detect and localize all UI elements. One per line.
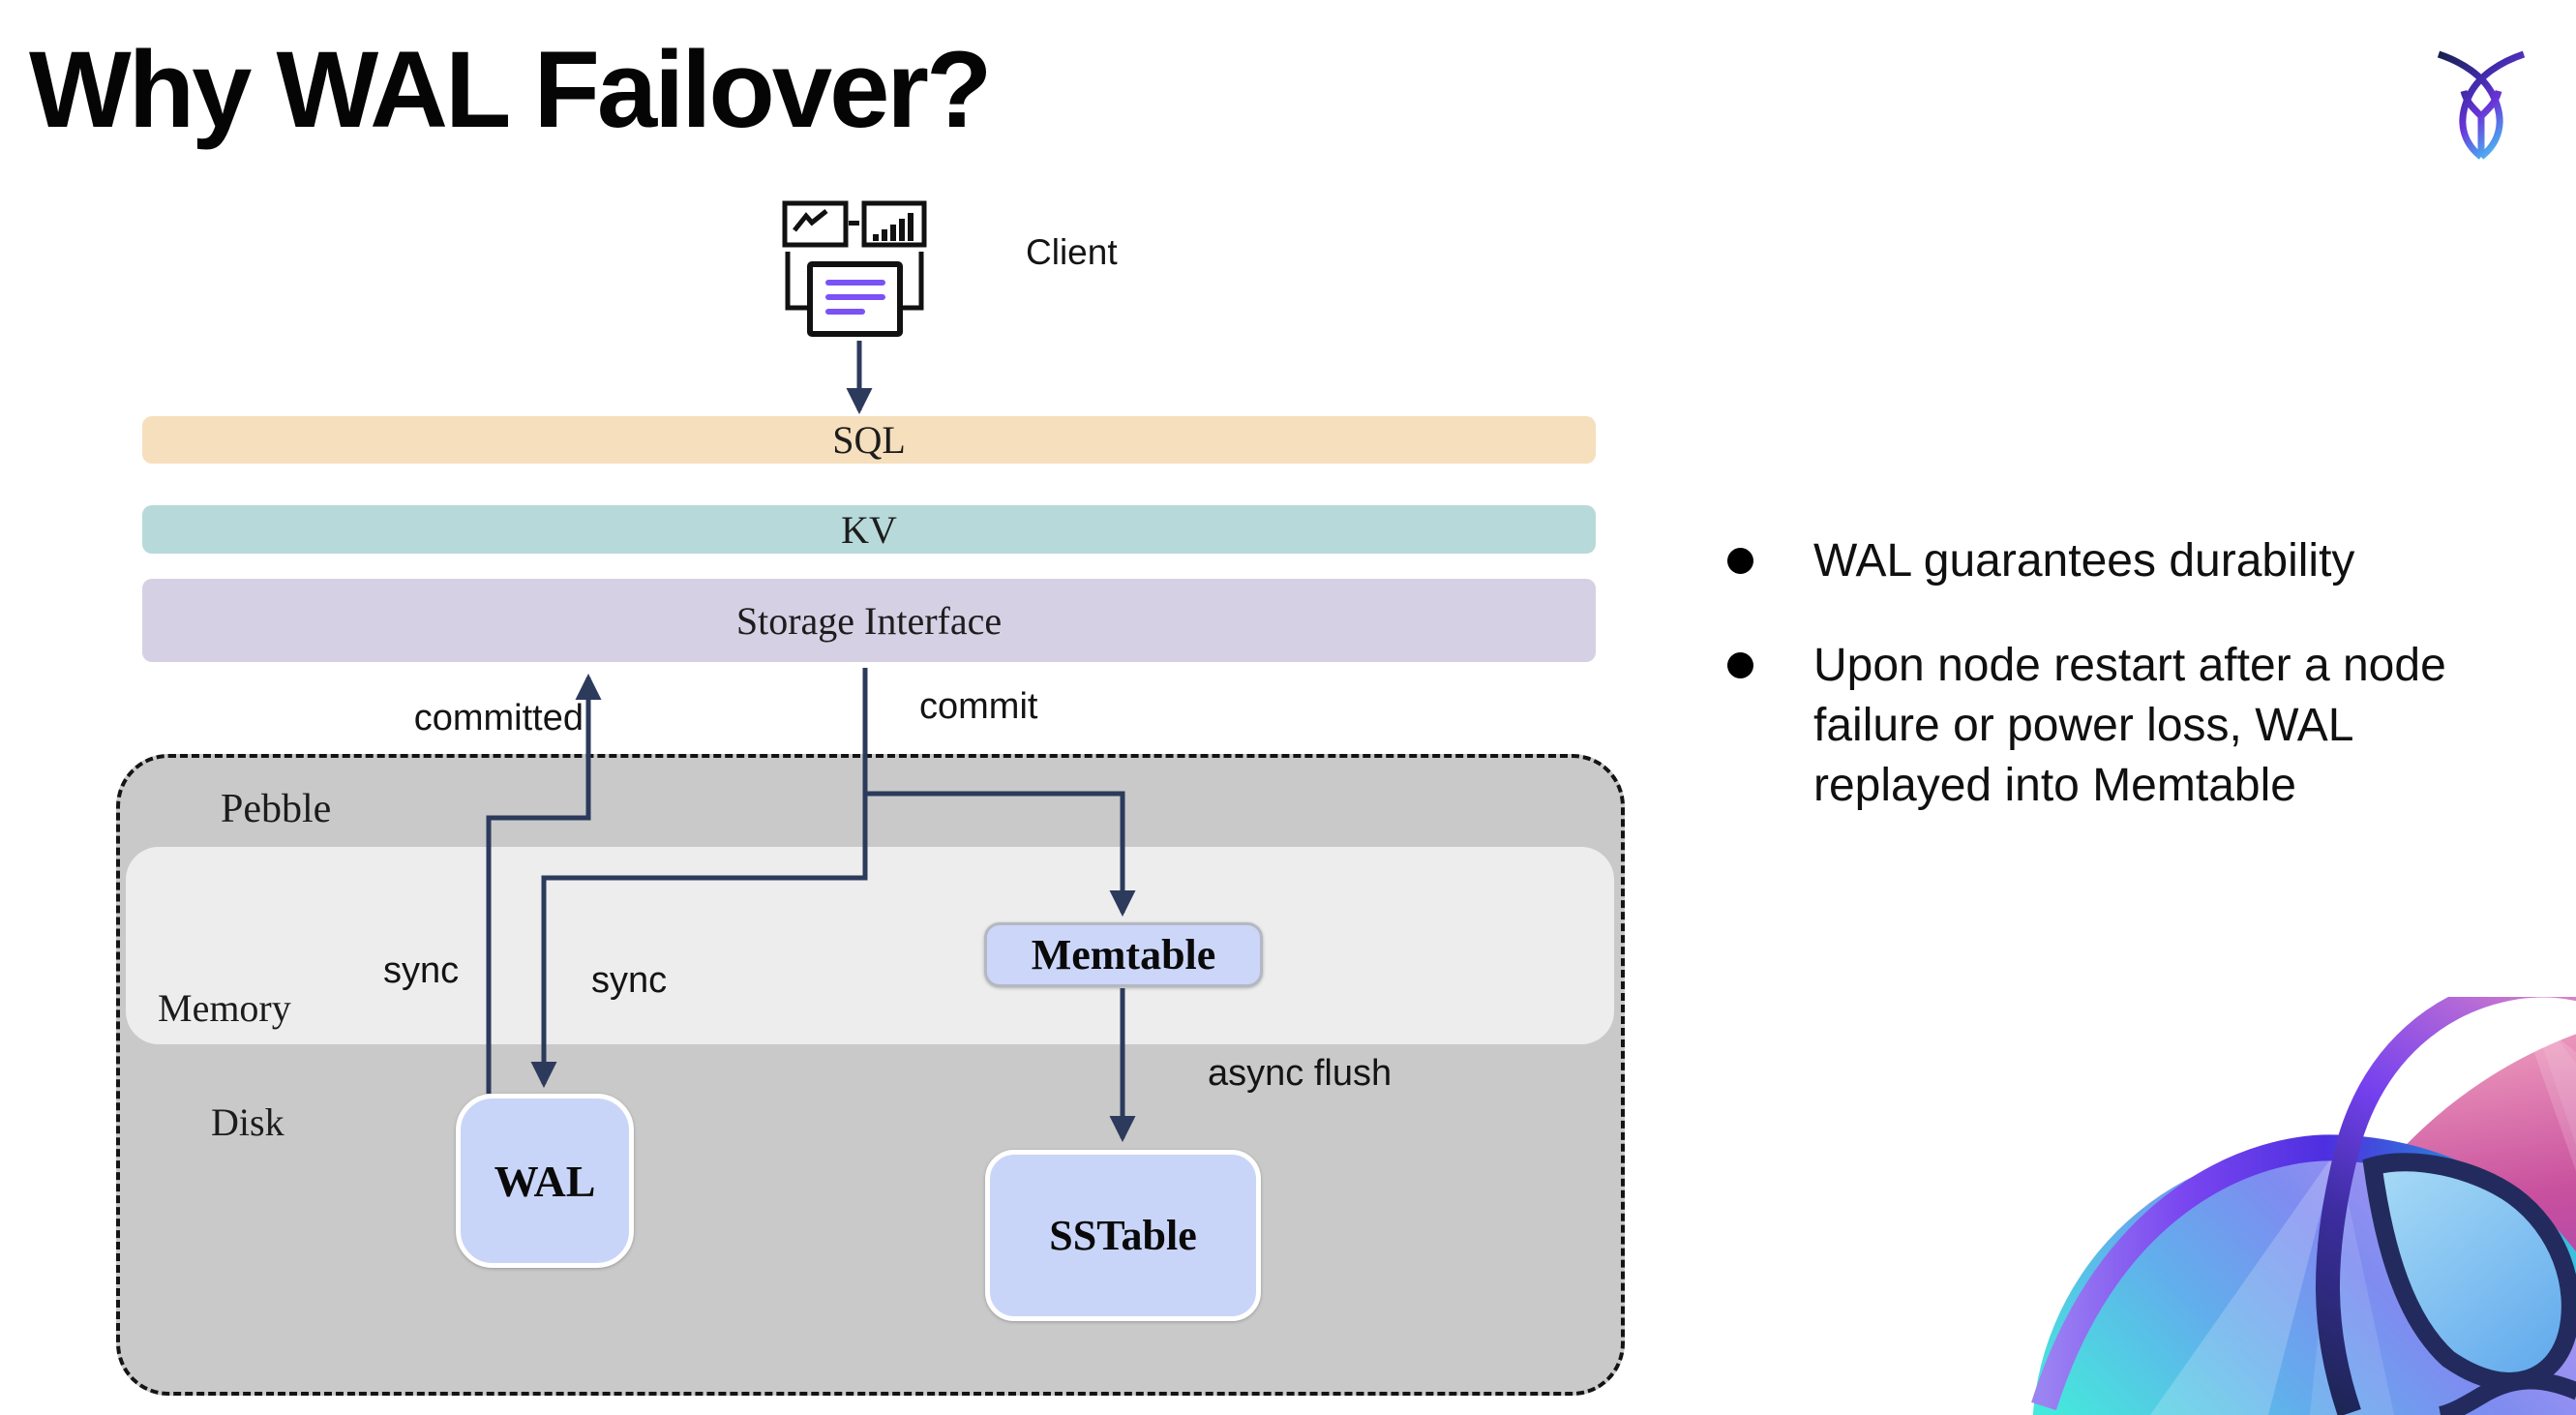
edge-label-sync-left: sync (383, 950, 460, 991)
client-label: Client (1026, 232, 1118, 272)
cockroachdb-decorative-mark (2031, 997, 2576, 1415)
node-memtable-label: Memtable (1031, 931, 1216, 978)
node-sstable: SSTable (985, 1150, 1261, 1321)
edge-label-sync-right: sync (591, 960, 668, 1001)
page-title: Why WAL Failover? (29, 29, 992, 150)
document-lines-glyph (825, 280, 885, 315)
edge-label-commit: commit (919, 686, 1038, 727)
pebble-label: Pebble (221, 787, 332, 831)
disk-label: Disk (211, 1100, 285, 1144)
layer-bar-sql: SQL (142, 416, 1596, 464)
dash-glyph (849, 221, 859, 226)
bar-chart-glyph (873, 213, 914, 241)
list-item: WAL guarantees durability (1727, 531, 2576, 591)
layer-bar-storage-label: Storage Interface (735, 598, 1003, 643)
client-terminal-icon (782, 200, 927, 337)
node-wal-label: WAL (494, 1156, 596, 1206)
memory-label: Memory (158, 986, 291, 1030)
edge-label-async-flush: async flush (1208, 1053, 1393, 1094)
node-wal: WAL (456, 1094, 634, 1268)
bullet-text: Upon node restart after a node failure o… (1813, 640, 2446, 811)
layer-bar-sql-label: SQL (832, 418, 906, 462)
list-item: Upon node restart after a node failure o… (1727, 636, 2576, 816)
bullet-list: WAL guarantees durability Upon node rest… (1727, 531, 2576, 860)
bullet-dot-icon (1727, 548, 1753, 574)
layer-bar-storage-interface: Storage Interface (142, 579, 1596, 662)
layer-bar-kv: KV (142, 505, 1596, 554)
node-memtable: Memtable (984, 922, 1263, 987)
bracket-glyphs (785, 252, 924, 311)
bullet-dot-icon (1727, 652, 1753, 678)
edge-label-committed: committed (413, 698, 584, 738)
bullet-text: WAL guarantees durability (1813, 535, 2355, 587)
cockroachdb-logo-icon (2437, 50, 2526, 160)
layer-bar-kv-label: KV (841, 507, 897, 552)
memory-band (126, 847, 1614, 1044)
node-sstable-label: SSTable (1049, 1212, 1197, 1259)
